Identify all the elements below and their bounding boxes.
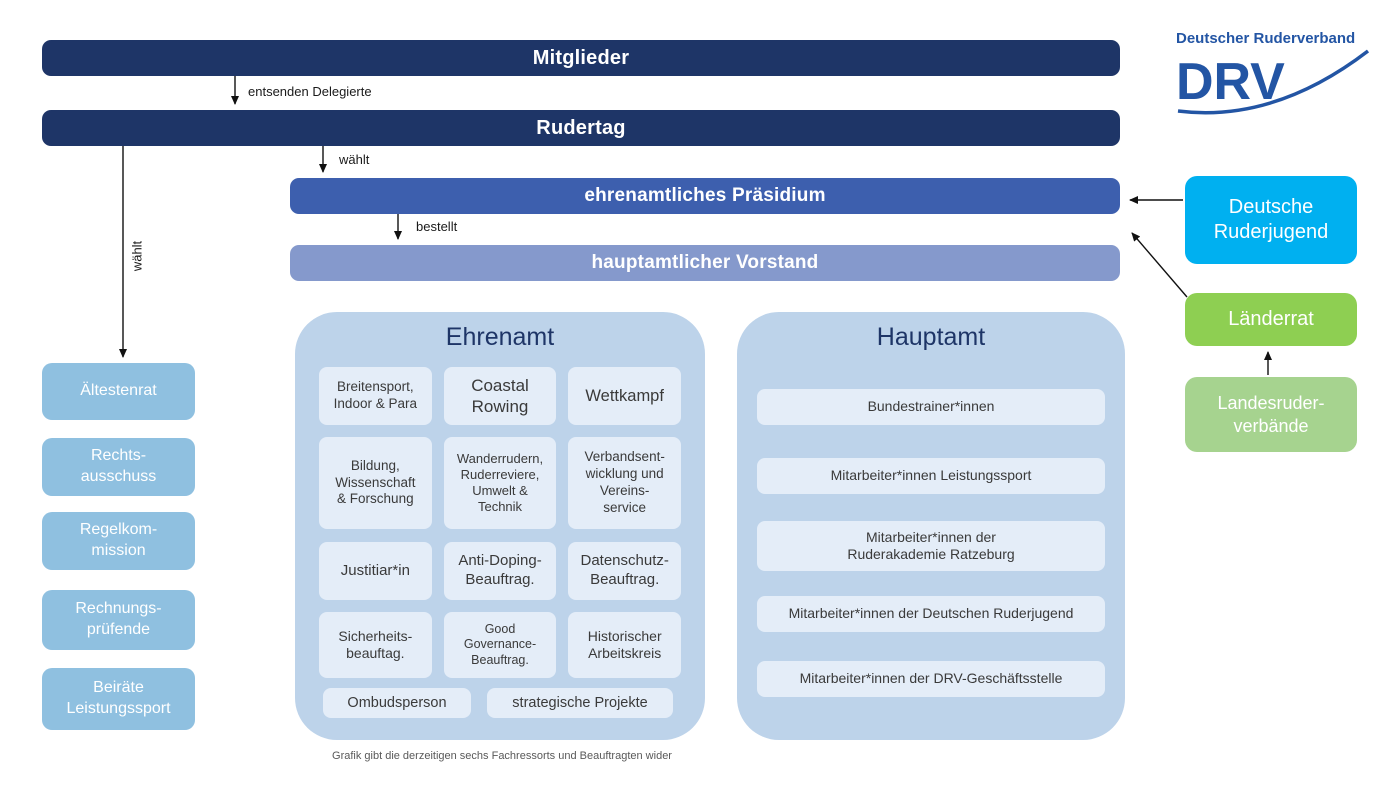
bar-rudertag: Rudertag <box>42 110 1120 146</box>
cell-mitarbeiter-ruderakademie: Mitarbeiter*innen der Ruderakademie Ratz… <box>757 521 1105 571</box>
cell-wettkampf: Wettkampf <box>568 367 682 425</box>
cell-bildung: Bildung, Wissenschaft & Forschung <box>319 437 432 529</box>
cell-datenschutz: Datenschutz- Beauftrag. <box>568 542 682 600</box>
arrow-laenderrat-praesidium <box>1131 232 1188 298</box>
caption: Grafik gibt die derzeitigen sechs Fachre… <box>332 750 672 762</box>
bar-mitglieder: Mitglieder <box>42 40 1120 76</box>
drv-logo-orgname: Deutscher Ruderverband <box>1176 30 1356 47</box>
cell-coastal-rowing: Coastal Rowing <box>443 367 557 425</box>
box-regelkommission: Regelkom- mission <box>42 512 195 570</box>
box-beiraete-leistungssport: Beiräte Leistungssport <box>42 668 195 730</box>
label-waehlt-left: wählt <box>129 240 145 272</box>
cell-mitarbeiter-ruderjugend: Mitarbeiter*innen der Deutschen Ruderjug… <box>757 596 1105 632</box>
cell-ombudsperson: Ombudsperson <box>323 688 471 718</box>
drv-logo: Deutscher Ruderverband DRV <box>1176 30 1376 124</box>
cell-mitarbeiter-geschaeftsstelle: Mitarbeiter*innen der DRV-Geschäftsstell… <box>757 661 1105 697</box>
panel-hauptamt-title: Hauptamt <box>876 323 986 351</box>
box-aeltestenrat: Ältestenrat <box>42 363 195 420</box>
drv-logo-abbr: DRV <box>1176 53 1285 111</box>
cell-historischer-arbeitskreis: Historischer Arbeitskreis <box>568 612 682 678</box>
label-bestellt: bestellt <box>416 219 458 234</box>
bar-vorstand: hauptamtlicher Vorstand <box>290 245 1120 281</box>
cell-justitiar: Justitiar*in <box>319 542 432 600</box>
drv-logo-mark: DRV <box>1176 49 1370 115</box>
label-waehlt-top: wählt <box>339 152 370 167</box>
label-entsenden-delegierte: entsenden Delegierte <box>248 84 372 99</box>
cell-sicherheit: Sicherheits- beauftag. <box>319 612 432 678</box>
cell-wanderrudern: Wanderrudern, Ruderreviere, Umwelt & Tec… <box>443 437 557 529</box>
box-rechnungspruefende: Rechnungs- prüfende <box>42 590 195 650</box>
cell-anti-doping: Anti-Doping- Beauftrag. <box>443 542 557 600</box>
panel-hauptamt: Hauptamt Bundestrainer*innen Mitarbeiter… <box>737 312 1125 740</box>
box-laenderrat: Länderrat <box>1185 293 1357 346</box>
panel-ehrenamt: Ehrenamt Breitensport, Indoor & Para Coa… <box>295 312 705 740</box>
box-landesruderverbaende: Landesruder- verbände <box>1185 377 1357 452</box>
panel-ehrenamt-title: Ehrenamt <box>445 323 555 351</box>
cell-mitarbeiter-leistungssport: Mitarbeiter*innen Leistungssport <box>757 458 1105 494</box>
cell-good-governance: Good Governance- Beauftrag. <box>443 612 557 678</box>
cell-verbandsentwicklung: Verbandsent- wicklung und Vereins- servi… <box>568 437 682 529</box>
drv-logo-swoosh-icon <box>1177 49 1370 115</box>
bar-praesidium: ehrenamtliches Präsidium <box>290 178 1120 214</box>
cell-strategische-projekte: strategische Projekte <box>487 688 673 718</box>
box-deutsche-ruderjugend: Deutsche Ruderjugend <box>1185 176 1357 264</box>
cell-breitensport: Breitensport, Indoor & Para <box>319 367 432 425</box>
box-rechtsausschuss: Rechts- ausschuss <box>42 438 195 496</box>
cell-bundestrainer: Bundestrainer*innen <box>757 389 1105 425</box>
